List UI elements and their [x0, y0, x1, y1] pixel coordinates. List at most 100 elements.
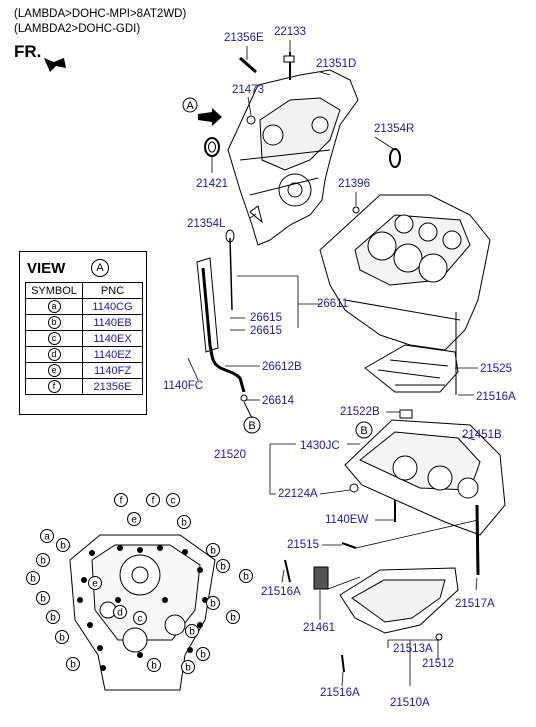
detail-callout-letter: b [151, 661, 157, 672]
part-number-26615[interactable]: 26615 [250, 312, 282, 324]
part-number-21473[interactable]: 21473 [232, 84, 264, 96]
part-number-21354l[interactable]: 21354L [187, 218, 226, 230]
detail-callout-b[interactable]: b [185, 624, 199, 638]
detail-callout-e[interactable]: e [88, 576, 102, 590]
part-number-26611[interactable]: 26611 [317, 298, 349, 310]
detail-callout-e[interactable]: e [127, 512, 141, 526]
seal-21354R [389, 148, 401, 168]
part-number-21516a[interactable]: 21516A [320, 687, 360, 699]
detail-callout-b[interactable]: b [226, 610, 240, 624]
detail-callout-a[interactable]: a [40, 529, 54, 543]
upper-oil-pan [344, 409, 506, 536]
detail-callout-c[interactable]: c [133, 611, 147, 625]
part-number-21510a[interactable]: 21510A [390, 697, 430, 709]
pnc-cell[interactable]: 1140EX [82, 330, 143, 347]
front-direction-label: FR. [14, 42, 42, 61]
detail-callout-f[interactable]: f [114, 493, 128, 507]
part-number-21396[interactable]: 21396 [338, 178, 370, 190]
detail-callout-letter: b [200, 650, 206, 661]
detail-callout-b[interactable]: b [147, 658, 161, 672]
oil-level-gauge [196, 229, 248, 402]
part-number-21421[interactable]: 21421 [196, 178, 228, 190]
detail-callout-b[interactable]: b [36, 591, 50, 605]
detail-callout-letter: f [120, 496, 123, 507]
detail-callout-b[interactable]: b [55, 630, 69, 644]
view-a-callout[interactable] [182, 97, 198, 113]
detail-callout-f[interactable]: f [146, 493, 160, 507]
part-number-21522b[interactable]: 21522B [340, 406, 380, 418]
detail-callout-b[interactable]: b [196, 647, 210, 661]
detail-callout-letter: b [230, 613, 236, 624]
detail-callout-b[interactable]: b [216, 559, 230, 573]
symbol-cell: e [47, 364, 61, 377]
detail-callout-b[interactable]: b [181, 660, 195, 674]
detail-callout-letter: b [189, 627, 195, 638]
detail-callout-letter: b [70, 660, 76, 671]
detail-callout-b[interactable]: b [66, 657, 80, 671]
detail-callout-letter: b [220, 562, 226, 573]
view-letter-circle: A [91, 259, 109, 277]
part-number-21351d[interactable]: 21351D [316, 58, 357, 70]
part-number-1140fc[interactable]: 1140FC [163, 380, 204, 392]
detail-callout-letter: b [181, 518, 187, 529]
detail-callout-b[interactable]: b [206, 596, 220, 610]
detail-callout-b[interactable]: b [239, 569, 253, 583]
part-number-1430jc[interactable]: 1430JC [300, 440, 340, 452]
part-number-26615[interactable]: 26615 [250, 325, 282, 337]
part-number-21356e[interactable]: 21356E [224, 32, 264, 44]
detail-callout-b[interactable]: b [206, 543, 220, 557]
bolt-dot [137, 547, 143, 553]
part-number-21354r[interactable]: 21354R [374, 123, 415, 135]
part-number-22124a[interactable]: 22124A [278, 488, 318, 500]
detail-callout-letter: b [50, 613, 56, 624]
detail-callout-letter: f [152, 496, 155, 507]
detail-callout-b[interactable]: b [26, 571, 40, 585]
detail-callout-b[interactable]: b [177, 515, 191, 529]
header-line-2: (LAMBDA2>DOHC-GDI) [14, 23, 141, 35]
detail-callout-letter: b [30, 574, 36, 585]
part-number-21515[interactable]: 21515 [287, 539, 319, 551]
detail-callout-c[interactable]: c [166, 493, 180, 507]
part-number-21516a[interactable]: 21516A [476, 391, 516, 403]
detail-callout-letter: c [171, 496, 176, 507]
view-b-letter-2: B [360, 425, 367, 437]
part-number-21451b[interactable]: 21451B [462, 429, 502, 441]
detail-callout-d[interactable]: d [113, 605, 127, 619]
part-number-21520[interactable]: 21520 [214, 449, 246, 461]
front-arrow-icon [44, 58, 66, 72]
part-number-22133[interactable]: 22133 [274, 26, 306, 38]
pnc-cell[interactable]: 21356E [82, 378, 143, 395]
part-number-21517a[interactable]: 21517A [455, 598, 495, 610]
part-number-21513a[interactable]: 21513A [393, 643, 433, 655]
pnc-cell[interactable]: 1140EZ [82, 346, 143, 363]
pnc-cell[interactable]: 1140EB [82, 314, 143, 331]
pnc-cell[interactable]: 1140CG [82, 298, 143, 315]
detail-callout-b[interactable]: b [36, 553, 50, 567]
view-a-letter: A [186, 100, 194, 112]
part-number-21525[interactable]: 21525 [480, 363, 512, 375]
detail-callout-letter: c [138, 614, 143, 625]
detail-callout-b[interactable]: b [46, 610, 60, 624]
part-number-26614[interactable]: 26614 [262, 395, 294, 407]
detail-callout-b[interactable]: b [56, 538, 70, 552]
part-number-26612b[interactable]: 26612B [262, 361, 302, 373]
part-number-21516a[interactable]: 21516A [261, 586, 301, 598]
timing-chain-cover [227, 69, 359, 246]
lower-oil-pan [339, 567, 459, 634]
bolt-dot [162, 597, 168, 603]
cylinder-block [319, 194, 491, 351]
pnc-header: PNC [82, 282, 143, 299]
bolt-dot [157, 545, 163, 551]
bolt-dot [197, 567, 203, 573]
part-number-21512[interactable]: 21512 [422, 658, 454, 670]
view-title: VIEW [27, 260, 66, 277]
pnc-cell[interactable]: 1140FZ [82, 362, 143, 379]
symbol-cell: a [47, 300, 61, 313]
part-number-21461[interactable]: 21461 [303, 622, 335, 634]
part-number-1140ew[interactable]: 1140EW [325, 514, 369, 526]
